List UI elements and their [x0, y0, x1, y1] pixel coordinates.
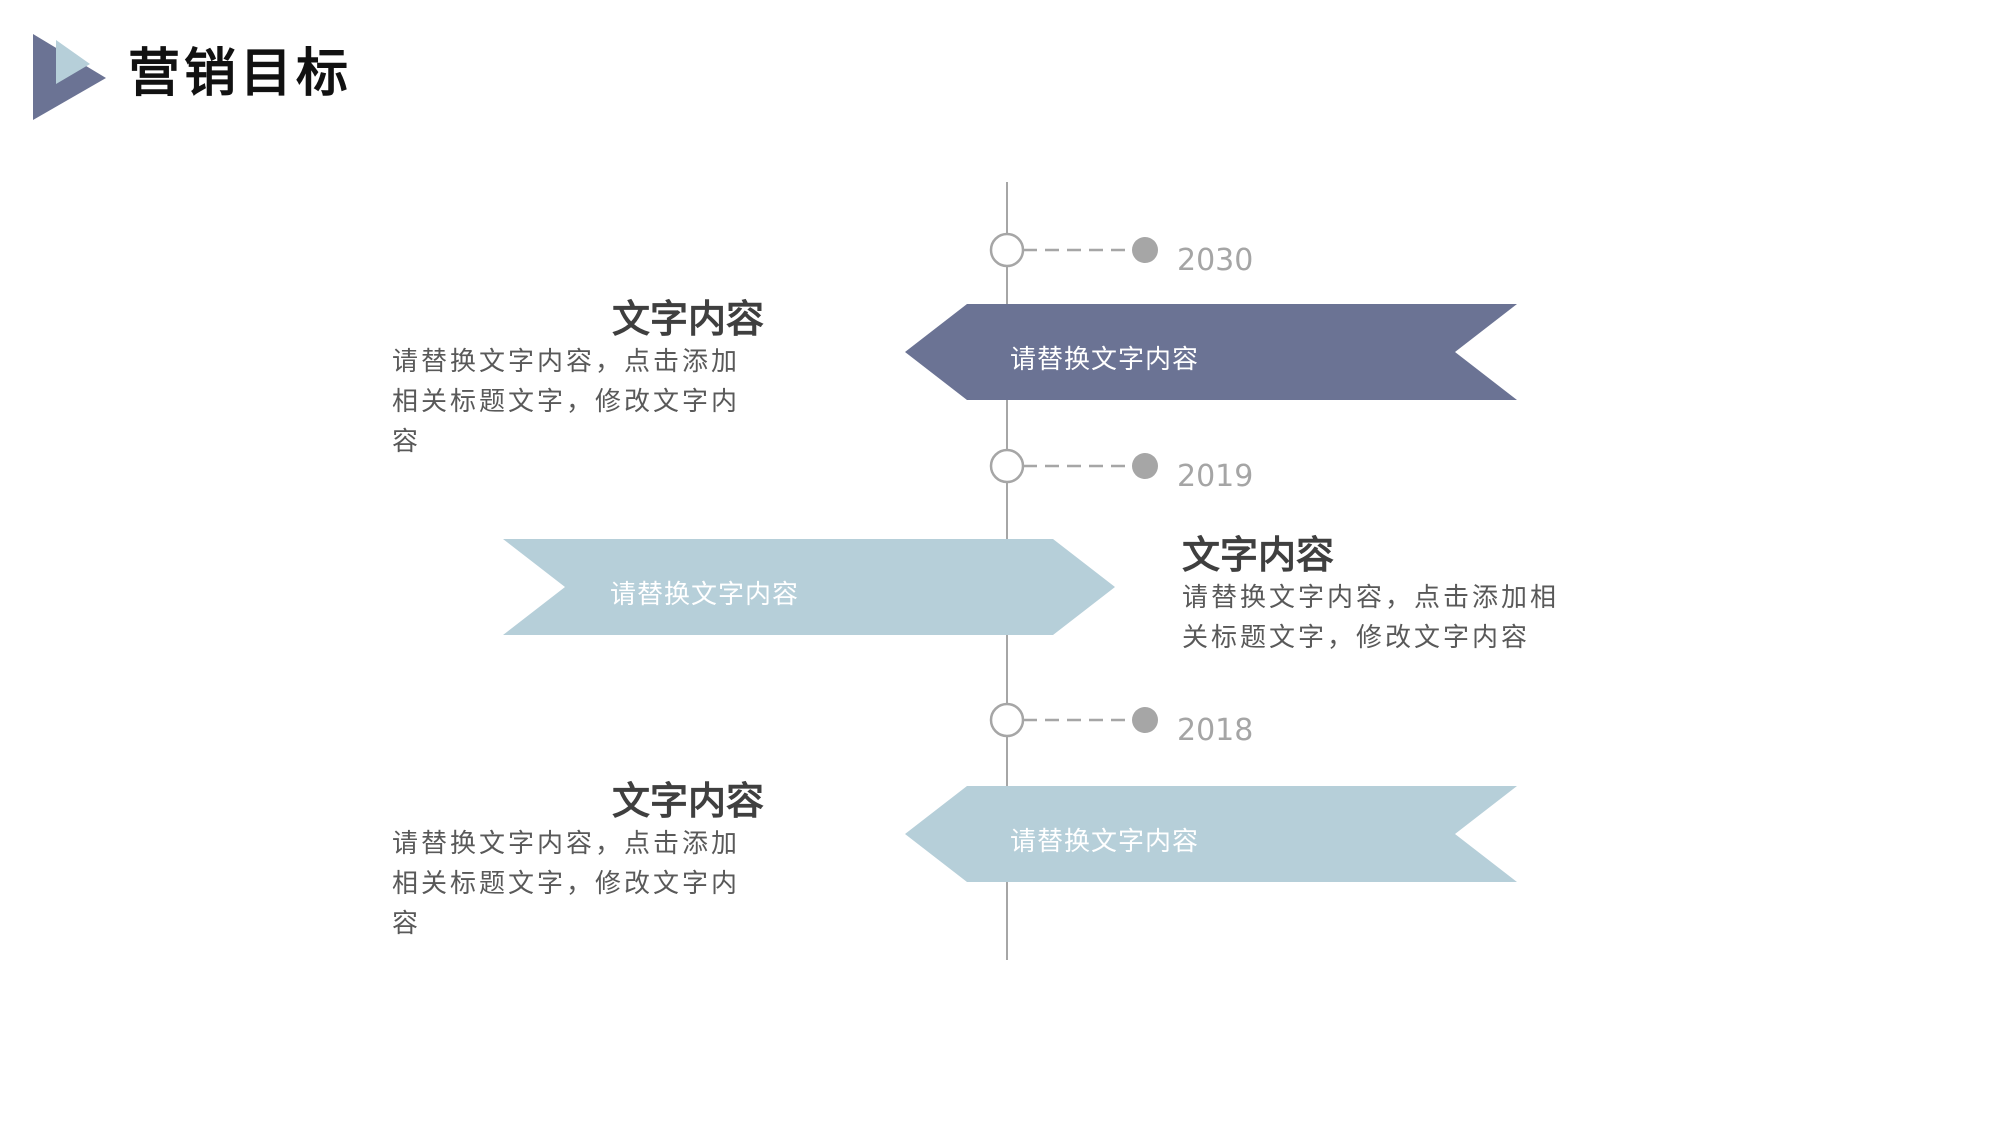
page-title: 营销目标	[128, 44, 353, 104]
text-block-body: 请替换文字内容，点击添加相关标题文字，修改文字内容	[392, 347, 741, 457]
banner-arrow	[503, 539, 1115, 635]
milestone-2018: 2018	[989, 702, 1253, 748]
banner-arrow	[905, 304, 1517, 400]
milestone-2019: 2019	[989, 448, 1253, 494]
logo-light-triangle	[56, 40, 90, 84]
banner-arrow	[905, 786, 1517, 882]
banner-1: 请替换文字内容	[905, 304, 1517, 400]
banner-label: 请替换文字内容	[610, 580, 799, 610]
text-block-1: 文字内容 请替换文字内容，点击添加相关标题文字，修改文字内容	[392, 296, 764, 462]
play-triangle-icon	[33, 34, 106, 120]
milestone-dot	[1132, 453, 1158, 479]
milestone-ring	[989, 702, 1025, 738]
milestone-dot	[1132, 707, 1158, 733]
milestone-year: 2018	[1177, 713, 1253, 748]
logo-dark-triangle	[33, 34, 106, 120]
milestone-year: 2019	[1177, 459, 1253, 494]
text-block-title: 文字内容	[611, 779, 764, 823]
banner-3: 请替换文字内容	[905, 786, 1517, 882]
milestone-2030: 2030	[989, 232, 1253, 278]
text-block-body: 请替换文字内容，点击添加相关标题文字，修改文字内容	[392, 829, 741, 939]
milestone-ring	[989, 232, 1025, 268]
banner-label: 请替换文字内容	[1010, 345, 1199, 375]
text-block-title: 文字内容	[1182, 533, 1335, 577]
text-block-body: 请替换文字内容，点击添加相关标题文字，修改文字内容	[1182, 583, 1560, 653]
banner-2: 请替换文字内容	[503, 539, 1115, 635]
banner-label: 请替换文字内容	[1010, 827, 1199, 857]
text-block-3: 文字内容 请替换文字内容，点击添加相关标题文字，修改文字内容	[392, 778, 764, 944]
milestone-ring	[989, 448, 1025, 484]
milestone-year: 2030	[1177, 243, 1253, 278]
text-block-2: 文字内容 请替换文字内容，点击添加相关标题文字，修改文字内容	[1182, 532, 1582, 658]
milestone-dot	[1132, 237, 1158, 263]
text-block-title: 文字内容	[611, 297, 764, 341]
